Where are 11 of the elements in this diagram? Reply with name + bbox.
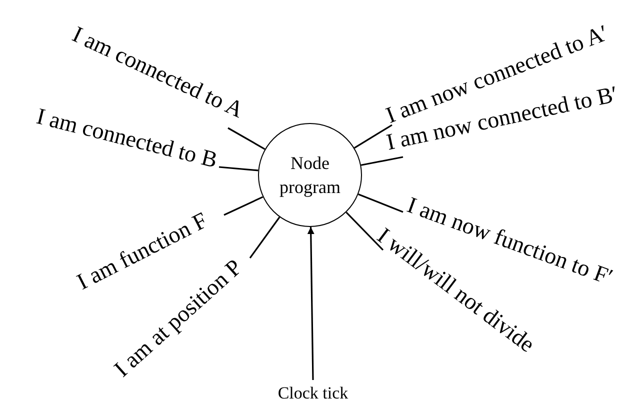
leader-line — [249, 216, 280, 258]
statement-label: Clock tick — [278, 384, 348, 402]
leader-line — [354, 124, 392, 149]
leader-line — [228, 127, 266, 150]
leader-line — [346, 212, 384, 251]
node-label: Node program — [278, 152, 342, 199]
leader-line — [224, 196, 264, 216]
leader-line — [358, 193, 404, 213]
arrow — [307, 226, 314, 380]
leader-line — [360, 156, 404, 166]
leader-line — [218, 166, 258, 172]
